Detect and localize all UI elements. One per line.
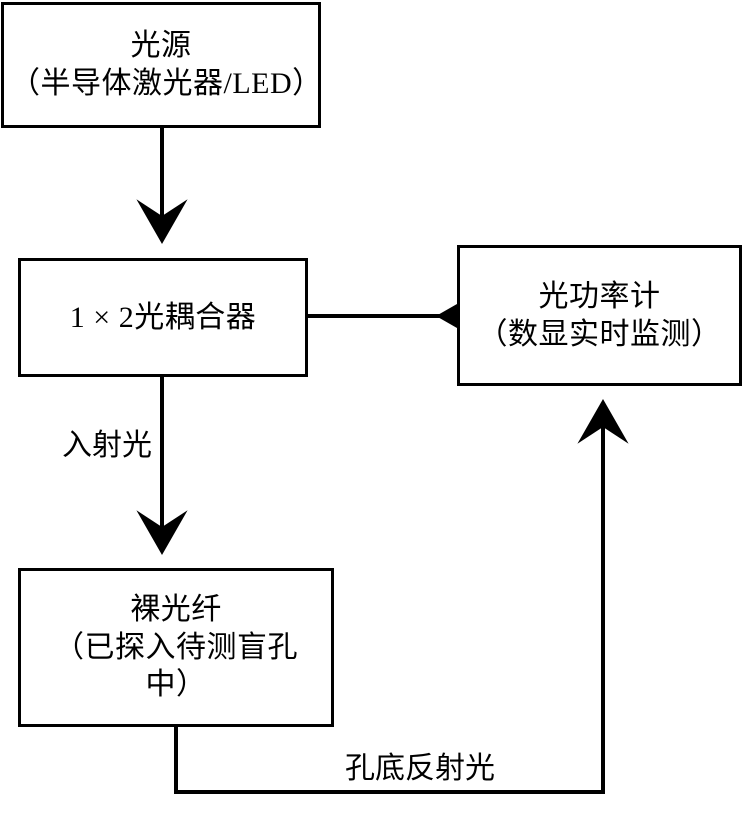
node-optical-coupler-label: 1 × 2光耦合器: [69, 300, 257, 334]
edge-label-reflected-light: 孔底反射光: [345, 752, 495, 785]
node-optical-coupler[interactable]: 1 × 2光耦合器: [18, 258, 308, 377]
node-bare-optical-fiber[interactable]: 裸光纤 （已探入待测盲孔 中）: [18, 568, 334, 727]
edge-label-incident-light: 入射光: [62, 429, 152, 462]
node-optical-power-meter-label: 光功率计 （数显实时监测）: [477, 279, 722, 351]
node-optical-power-meter[interactable]: 光功率计 （数显实时监测）: [457, 245, 742, 386]
node-bare-optical-fiber-label: 裸光纤 （已探入待测盲孔 中）: [54, 592, 298, 702]
node-light-source-label: 光源 （半导体激光器/LED）: [10, 29, 323, 100]
node-light-source[interactable]: 光源 （半导体激光器/LED）: [1, 2, 323, 128]
